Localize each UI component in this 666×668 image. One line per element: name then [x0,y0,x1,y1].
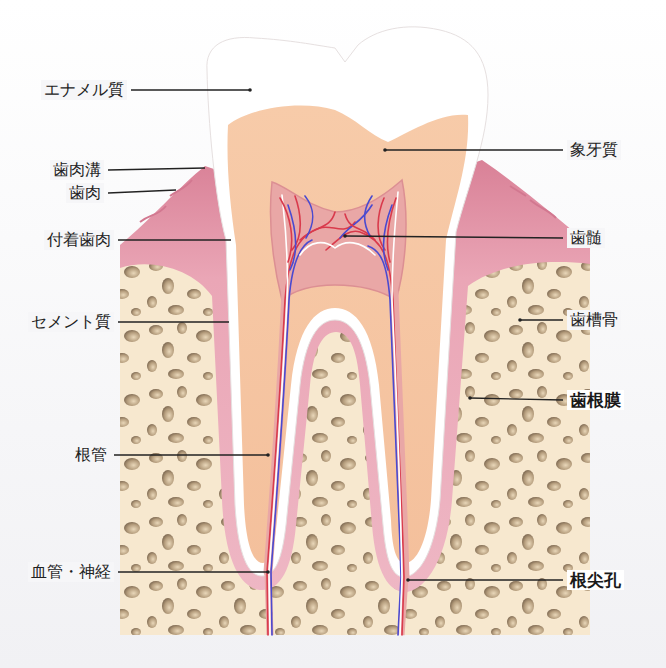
label-anchor: 歯肉溝 [50,160,104,180]
part-label: 付着歯肉 [44,230,114,250]
part-label: 血管・神経 [28,562,114,582]
leader-lines [108,90,563,580]
label-anchor: 歯根膜 [567,390,624,410]
label-anchor: 歯肉 [66,183,104,203]
part-label: エナメル質 [41,80,127,100]
part-label: セメント質 [28,312,114,332]
label-anchor: セメント質 [28,312,114,332]
label-anchor: エナメル質 [41,80,127,100]
part-label: 根管 [72,445,110,465]
part-label: 象牙質 [567,140,621,160]
label-anchor: 象牙質 [567,140,621,160]
label-anchor: 根尖孔 [567,570,624,590]
label-anchor: 歯槽骨 [567,310,621,330]
label-anchor: 付着歯肉 [44,230,114,250]
label-anchor: 血管・神経 [28,562,114,582]
label-anchor: 根管 [72,445,110,465]
label-anchor: 歯髄 [567,228,605,248]
part-label: 歯根膜 [567,390,624,410]
part-label: 根尖孔 [567,570,624,590]
part-label: 歯肉 [66,183,104,203]
part-label: 歯肉溝 [50,160,104,180]
part-label: 歯槽骨 [567,310,621,330]
part-label: 歯髄 [567,228,605,248]
